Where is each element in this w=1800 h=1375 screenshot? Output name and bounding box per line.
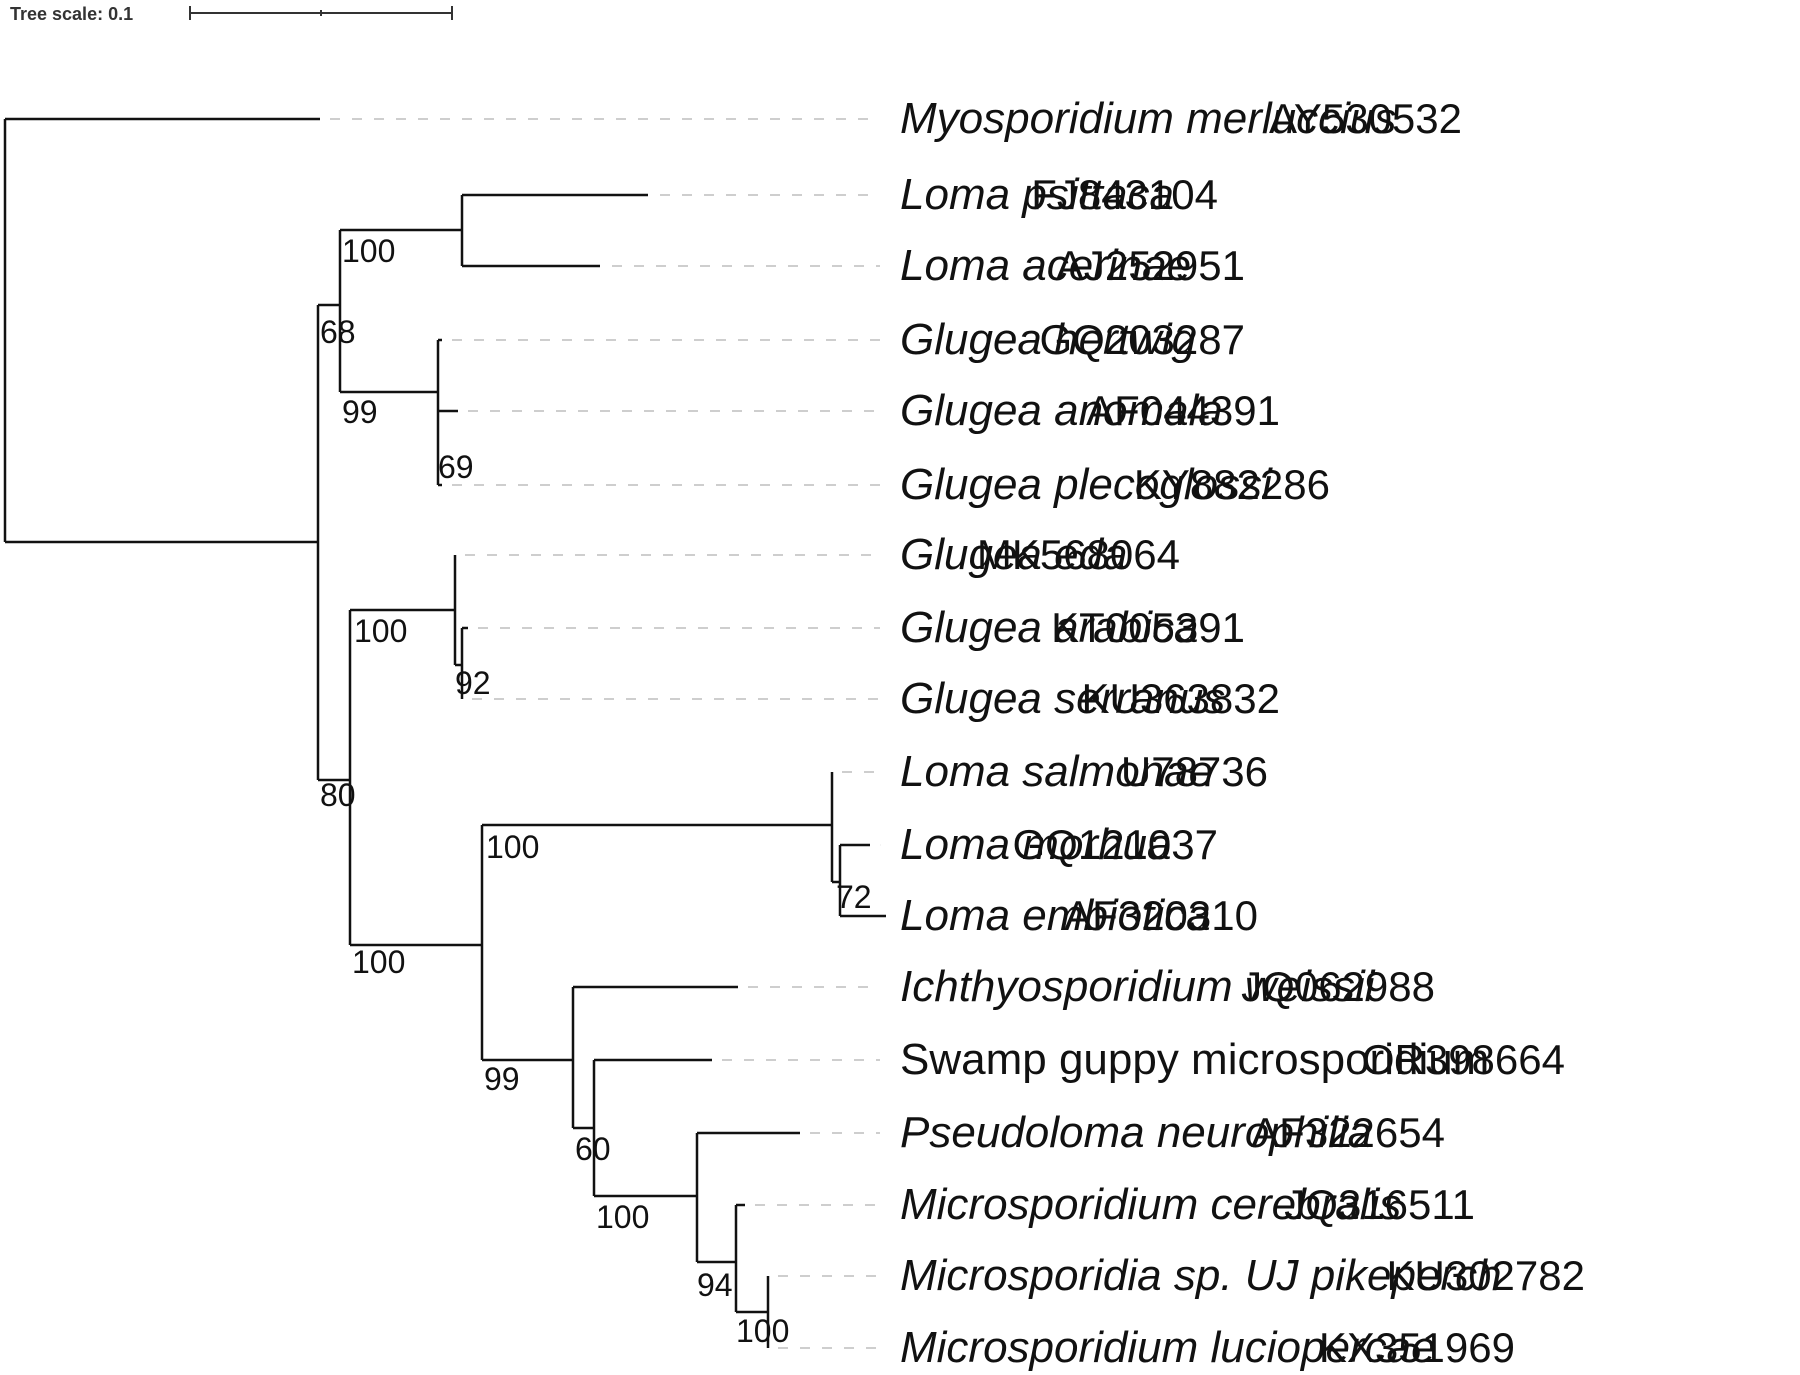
leaf-accession-number: FJ843104 (1031, 171, 1218, 218)
leaf-species-name: Glugea anomala (900, 386, 1223, 435)
leaf-species-name: Loma embiotica (900, 891, 1211, 940)
support-value: 100 (596, 1199, 649, 1235)
leaf-species-name: Glugea arabica (900, 603, 1198, 652)
leaf-species-name: Microsporidia sp. UJ pikeperch (900, 1251, 1502, 1300)
leaf-species-name: Myosporidium merluccius (900, 94, 1396, 143)
leaf-accession-number: OR398664 (1362, 1036, 1565, 1083)
support-value: 92 (455, 665, 491, 701)
leaf-accession-number: KU363832 (1082, 675, 1281, 722)
leaf-accession-number: KU302782 (1387, 1252, 1586, 1299)
support-value: 60 (575, 1131, 611, 1167)
leaf-accession-number: MK568064 (977, 531, 1180, 578)
tree-branches (3, 117, 886, 1348)
leaf-species-name: Loma morhua (900, 820, 1171, 869)
tree-scale: Tree scale: 0.1 (10, 4, 453, 24)
support-value: 100 (354, 613, 407, 649)
leaf-species-name: Glugea eda (900, 530, 1128, 579)
leaf-species-name: Glugea serranus (900, 674, 1225, 723)
leaf-accession-number: AF320310 (1064, 892, 1258, 939)
leaf-accession-number: U78736 (1121, 748, 1268, 795)
leaf-accession-number: AJ252951 (1056, 242, 1245, 289)
leaf-species-name: Loma acerinae (900, 241, 1191, 290)
support-value: 69 (438, 449, 474, 485)
leaf-accession-number: GQ121037 (1013, 821, 1219, 868)
support-value: 100 (352, 944, 405, 980)
leaf-accession-number: JQ316511 (1284, 1181, 1475, 1228)
support-value: 100 (736, 1313, 789, 1349)
support-value: 100 (486, 829, 539, 865)
support-value: 99 (342, 394, 378, 430)
leaf-species-name: Microsporidium cerebralis (900, 1180, 1401, 1229)
leaf-accession-number: KY882286 (1134, 461, 1330, 508)
leaf-species-name: Loma psittaca (900, 170, 1174, 219)
support-value: 94 (697, 1267, 733, 1303)
support-value: 100 (342, 233, 395, 269)
support-value: 68 (320, 314, 356, 350)
tree-scale-bar (189, 6, 453, 20)
leaf-accession-number: AF044391 (1086, 387, 1280, 434)
leaf-species-name: Swamp guppy microsporidium (900, 1035, 1489, 1084)
leaf-species-name: Microsporidium luciopercae (900, 1323, 1436, 1372)
leaf-accession-number: AY530532 (1269, 95, 1462, 142)
leaf-species-name: Loma salmonae (900, 747, 1213, 796)
leaf-species-name: Pseudoloma neurophilia (900, 1108, 1372, 1157)
support-values: 100 68 99 69 100 92 80 100 72 100 99 60 … (320, 233, 872, 1349)
support-value: 99 (484, 1061, 520, 1097)
leaf-accession-number: GQ203287 (1040, 316, 1246, 363)
support-value: 80 (320, 777, 356, 813)
leaf-accession-number: JQ062988 (1241, 963, 1435, 1010)
support-value: 72 (836, 879, 872, 915)
leaf-accession-number: KX351969 (1319, 1324, 1515, 1371)
leaf-species-name: Glugea plecoglossi (900, 460, 1273, 509)
leaf-species-name: Ichthyosporidium weissii (900, 962, 1376, 1011)
leaf-accession-number: AF322654 (1251, 1109, 1445, 1156)
leaf-guide-lines (330, 118, 880, 1349)
leaf-accession-number: KT005391 (1051, 604, 1245, 651)
tree-scale-label: Tree scale: 0.1 (10, 4, 133, 24)
leaf-species-name: Glugea hertwig (900, 315, 1196, 364)
